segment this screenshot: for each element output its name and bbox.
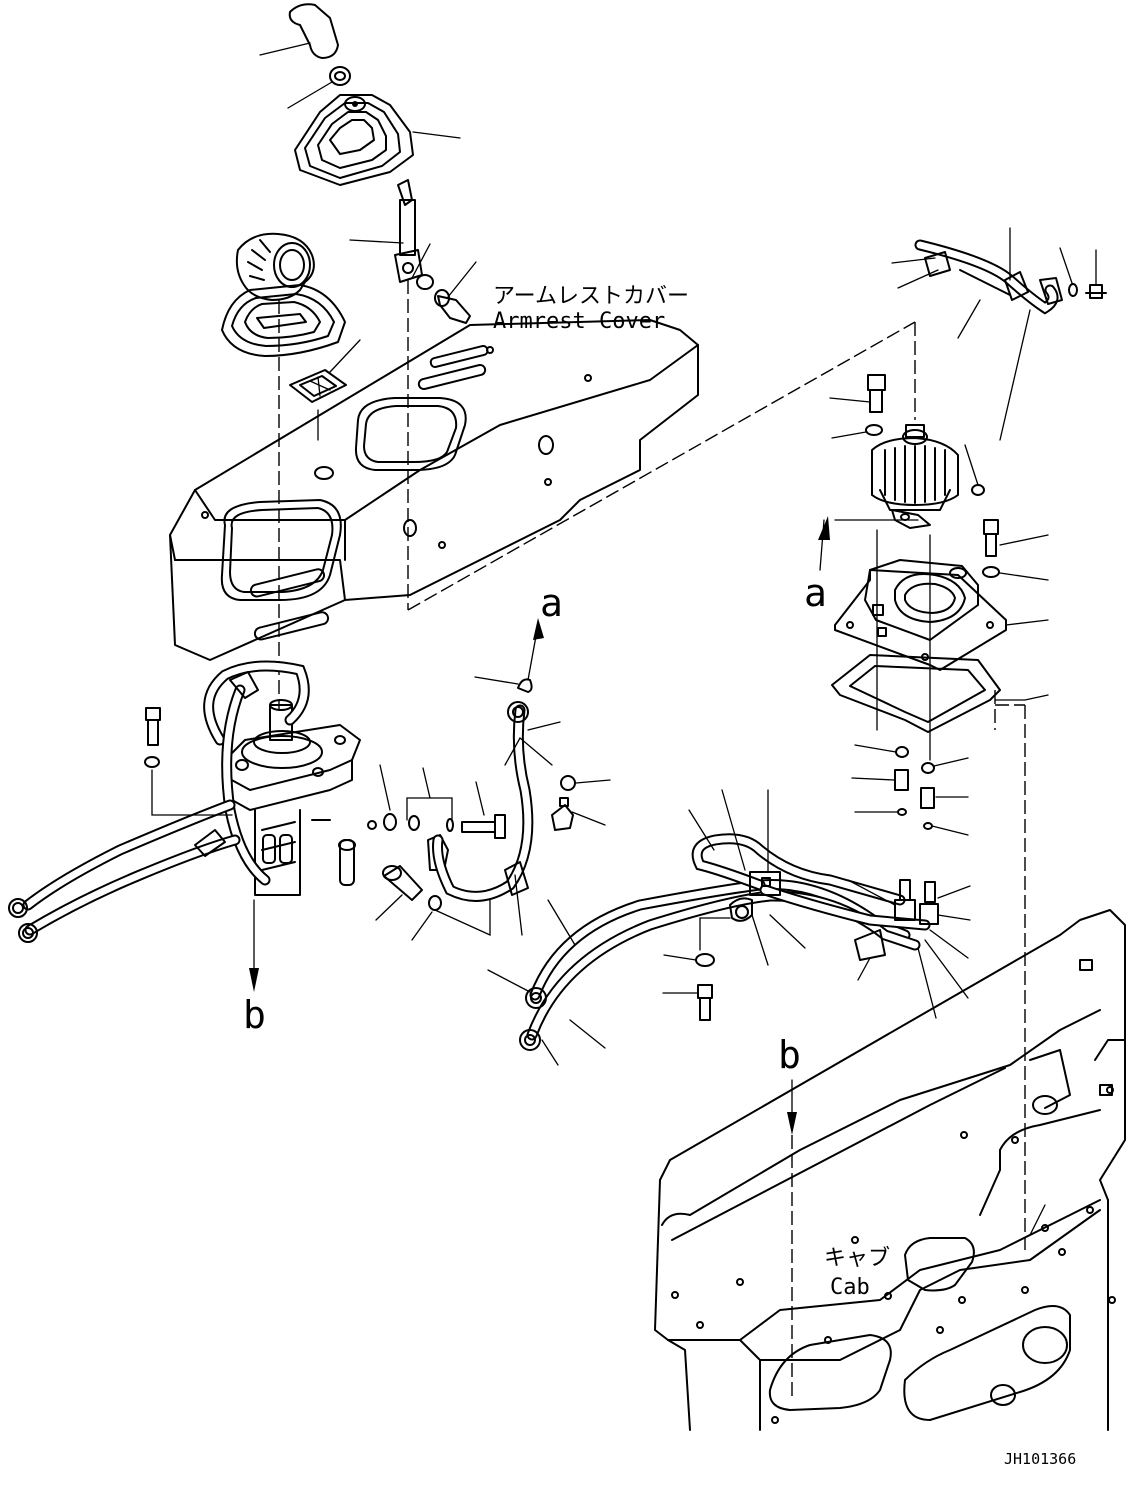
leader-line <box>999 309 1031 441</box>
center-hose <box>432 701 561 936</box>
right-fittings <box>851 744 969 836</box>
ref-label-a-right: a <box>804 571 827 615</box>
right-ppc-valve <box>871 424 985 529</box>
left-joystick-boot <box>221 232 346 357</box>
reference-arrow-a-right: a <box>804 516 919 615</box>
cab-label-jp: キャブ <box>824 1246 890 1271</box>
knob-nut <box>287 66 351 109</box>
right-mount-bolt-2 <box>982 519 1049 581</box>
drawing-code: JH101366 <box>1004 1450 1076 1468</box>
left-ppc-valve <box>224 699 361 896</box>
cab-frame <box>654 909 1126 1431</box>
washer <box>411 243 434 290</box>
lever-rod <box>349 179 423 283</box>
ref-label-b-right: b <box>778 1033 801 1077</box>
reference-arrow-b-left: b <box>243 899 266 1037</box>
right-mount-bolt <box>829 374 886 439</box>
reference-arrow-b-right: b <box>778 1033 801 1400</box>
warning-decal <box>289 339 361 441</box>
left-fittings <box>311 764 506 886</box>
armrest-cover-label-en: Armrest Cover <box>493 309 665 334</box>
cab-label-en: Cab <box>830 1275 870 1300</box>
lever-boot <box>294 94 461 186</box>
ref-label-b: b <box>243 993 266 1037</box>
left-mount-bolt <box>144 707 233 816</box>
right-valve-bracket <box>834 559 1049 671</box>
reference-arrow-a-left: a <box>527 581 563 681</box>
armrest-cover <box>169 319 699 661</box>
right-handle <box>891 227 1107 339</box>
bolt <box>434 261 477 324</box>
right-hose-bundle <box>487 789 971 1066</box>
leader-dashed <box>407 321 916 611</box>
connector-bolt <box>375 865 491 941</box>
right-gasket <box>831 654 1049 733</box>
armrest-cover-label-jp: アームレストカバー <box>493 284 689 309</box>
plug-cap <box>474 676 611 831</box>
ref-label-a: a <box>540 581 563 625</box>
lever-knob <box>259 3 339 59</box>
